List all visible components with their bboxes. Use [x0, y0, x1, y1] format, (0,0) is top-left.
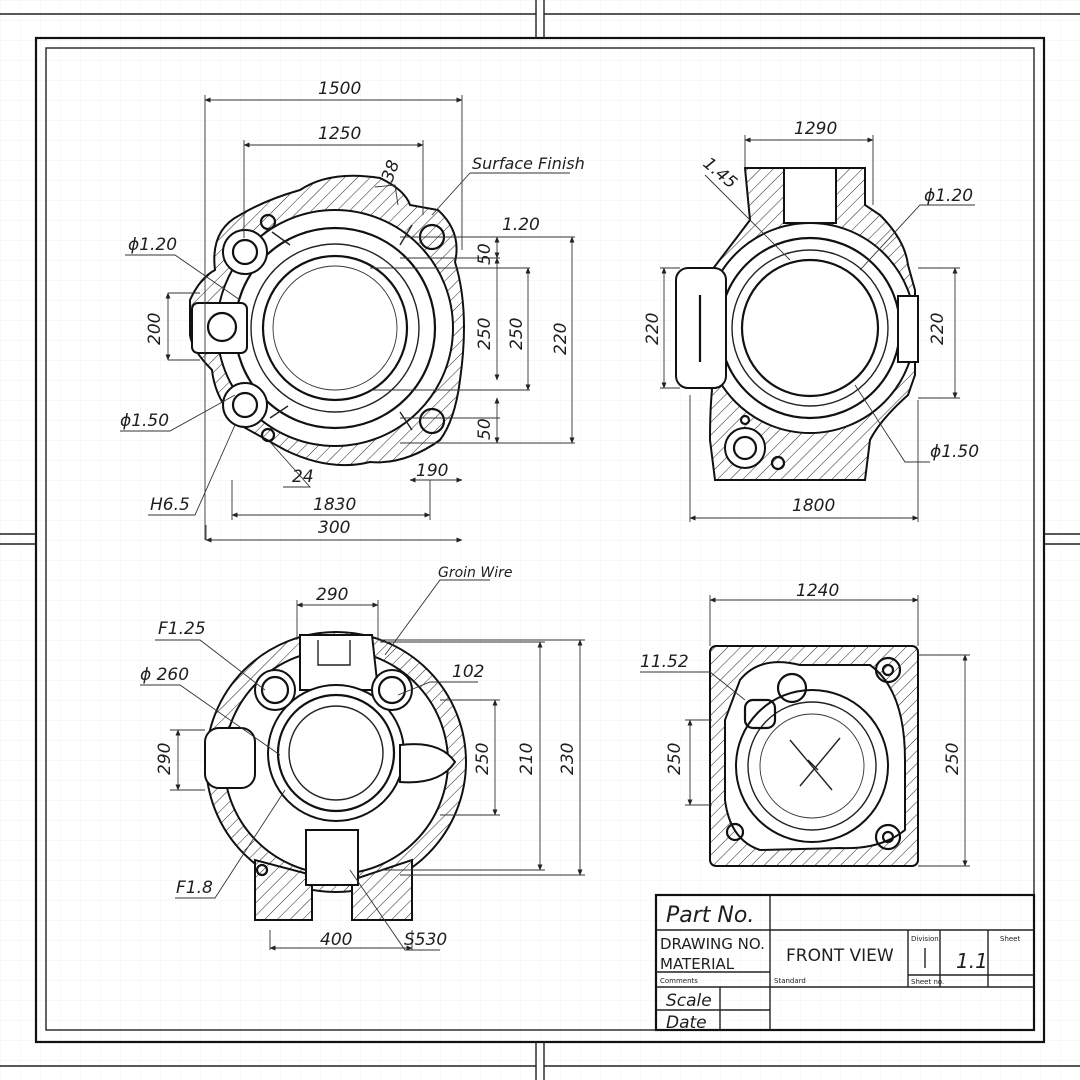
standard-label: Standard — [774, 977, 806, 985]
view-bottom-left: 290 Groin Wire F1.25 ϕ 260 102 290 250 2… — [140, 565, 585, 951]
dim-230: 230 — [558, 743, 578, 775]
dim-250-left: 250 — [665, 743, 685, 775]
dimension-labels: 1240 11.52 250 250 — [640, 581, 963, 775]
part-outline — [709, 645, 919, 867]
dim-f125: F1.25 — [158, 619, 206, 639]
dim-50-top: 50 — [475, 243, 495, 265]
dim-220-left: 220 — [643, 313, 663, 345]
sheet-label: Sheet — [1000, 935, 1020, 943]
dim-200: 200 — [145, 313, 165, 345]
part-outline — [675, 167, 919, 481]
view-top-right: 1290 1.45 ϕ1.20 220 220 ϕ1.50 1800 — [643, 119, 979, 522]
dim-1290: 1290 — [794, 119, 837, 139]
view-top-left: 1500 1250 38 Surface Finish 1.20 50 250 … — [120, 79, 585, 543]
dim-50-bottom: 50 — [475, 418, 495, 440]
dim-1250: 1250 — [318, 124, 361, 144]
part-outline — [189, 174, 465, 467]
dim-290-top: 290 — [316, 585, 348, 605]
dim-190: 190 — [416, 461, 448, 481]
dim-bore-d150: ϕ1.50 — [930, 442, 979, 462]
dim-s530: S530 — [404, 930, 447, 950]
part-outline — [204, 631, 467, 921]
dim-r120: 1.20 — [502, 215, 540, 235]
dimension-lines — [660, 135, 975, 522]
dim-1152: 11.52 — [640, 652, 689, 672]
dimension-lines — [640, 595, 970, 867]
dim-300: 300 — [318, 518, 350, 538]
dim-290-left: 290 — [155, 743, 175, 775]
dimension-lines — [120, 95, 575, 543]
dim-400: 400 — [320, 930, 352, 950]
dim-bore-d120: ϕ1.20 — [924, 186, 973, 206]
dim-220: 220 — [551, 323, 571, 355]
part-no-label: Part No. — [666, 903, 754, 928]
dim-bore-d120: ϕ1.20 — [128, 235, 177, 255]
dimension-labels: 290 Groin Wire F1.25 ϕ 260 102 290 250 2… — [140, 565, 578, 950]
dim-210: 210 — [517, 743, 537, 775]
dim-1240: 1240 — [796, 581, 839, 601]
dim-d260: ϕ 260 — [140, 665, 189, 685]
material-label: MATERIAL — [660, 955, 735, 973]
dim-f18: F1.8 — [176, 878, 213, 898]
drawing-no-label: DRAWING NO. — [660, 935, 765, 953]
scale-value: 1.1 — [956, 949, 988, 973]
dim-1830: 1830 — [313, 495, 356, 515]
sheet-no-label: Sheet no. — [911, 978, 944, 986]
date-label: Date — [666, 1013, 707, 1033]
title-block: Part No. DRAWING NO. MATERIAL FRONT VIEW… — [654, 893, 1036, 1033]
dimension-lines — [140, 579, 585, 951]
dim-1800: 1800 — [792, 496, 835, 516]
dim-220-right: 220 — [928, 313, 948, 345]
view-bottom-right: 1240 11.52 250 250 — [640, 581, 970, 867]
dim-102: 102 — [452, 662, 484, 682]
dim-250-mid: 250 — [507, 318, 527, 350]
view-name-label: FRONT VIEW — [786, 946, 894, 966]
dim-1500: 1500 — [318, 79, 361, 99]
dim-bore-d150: ϕ1.50 — [120, 411, 169, 431]
dim-250: 250 — [473, 743, 493, 775]
dim-250-inner: 250 — [475, 318, 495, 350]
dim-24: 24 — [292, 467, 314, 487]
scale-label: Scale — [666, 991, 712, 1011]
note-surface-finish: Surface Finish — [472, 154, 585, 173]
division-label: Division — [911, 935, 939, 943]
comments-label: Comments — [660, 977, 698, 985]
dim-250-right: 250 — [943, 743, 963, 775]
note-grain-wire: Groin Wire — [438, 565, 512, 581]
dim-h65: H6.5 — [150, 495, 190, 515]
